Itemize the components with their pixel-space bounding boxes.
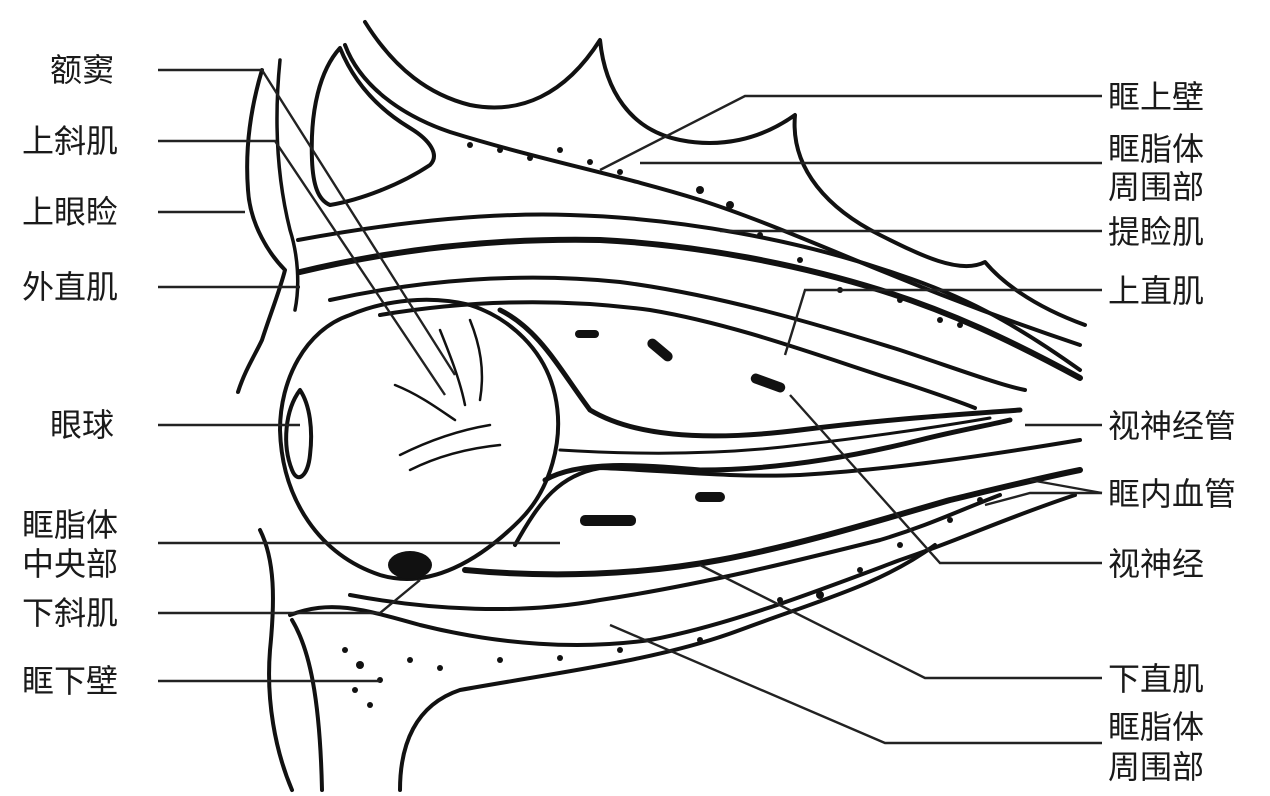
superior-rectus-muscle (330, 278, 1025, 390)
orbit-drawing (238, 22, 1085, 790)
orbital-floor-outline (260, 530, 292, 790)
vessel-4 (749, 372, 786, 394)
label-frontal-sinus: 额窦 (50, 51, 114, 89)
label-superior-oblique: 上斜肌 (22, 122, 118, 160)
label-eyeball: 眼球 (50, 406, 114, 444)
vessel-2 (695, 492, 725, 502)
labels-right: 眶上壁 眶脂体 周围部 提睑肌 上直肌 视神经管 眶内血管 视神经 下直肌 眶脂… (1108, 78, 1236, 786)
maxillary-wall (292, 620, 322, 790)
superior-rectus-lower (380, 302, 975, 408)
label-levator: 提睑肌 (1108, 213, 1204, 251)
optic-nerve-lower (545, 420, 1010, 480)
maxillary-sinus (400, 545, 935, 790)
optic-nerve-upper (500, 310, 1020, 436)
label-orbital-floor: 眶下壁 (22, 662, 118, 700)
label-inferior-oblique: 下斜肌 (22, 594, 118, 632)
eyeball-outline (280, 300, 558, 579)
label-central-orbital-fat-2: 中央部 (22, 545, 118, 583)
fat-stipple (342, 142, 983, 708)
label-peripheral-fat-lower-1: 眶脂体 (1108, 708, 1204, 746)
label-peripheral-fat-upper-2: 周围部 (1108, 168, 1204, 206)
inferior-oblique-mass (388, 551, 432, 579)
vessel-3 (645, 337, 674, 364)
label-inferior-rectus: 下直肌 (1108, 660, 1204, 698)
label-lateral-rectus: 外直肌 (22, 268, 118, 306)
label-upper-eyelid: 上眼睑 (22, 193, 118, 231)
label-peripheral-fat-lower-2: 周围部 (1108, 748, 1204, 786)
label-orbital-roof: 眶上壁 (1108, 78, 1204, 116)
label-optic-nerve: 视神经 (1108, 545, 1204, 583)
label-central-orbital-fat-1: 眶脂体 (22, 506, 118, 544)
label-optic-sheath: 视神经管 (1108, 407, 1236, 445)
label-superior-rectus: 上直肌 (1108, 272, 1204, 310)
vessel-5 (575, 330, 599, 338)
inferior-rectus-upper (515, 440, 1080, 545)
label-orbital-vessels: 眶内血管 (1108, 475, 1236, 513)
label-peripheral-fat-upper-1: 眶脂体 (1108, 130, 1204, 168)
vessel-1 (580, 515, 636, 526)
labels-left: 额窦 上斜肌 上眼睑 外直肌 眼球 眶脂体 中央部 下斜肌 眶下壁 (22, 51, 118, 700)
frontal-sinus-outline (312, 48, 434, 205)
cornea (286, 390, 311, 477)
